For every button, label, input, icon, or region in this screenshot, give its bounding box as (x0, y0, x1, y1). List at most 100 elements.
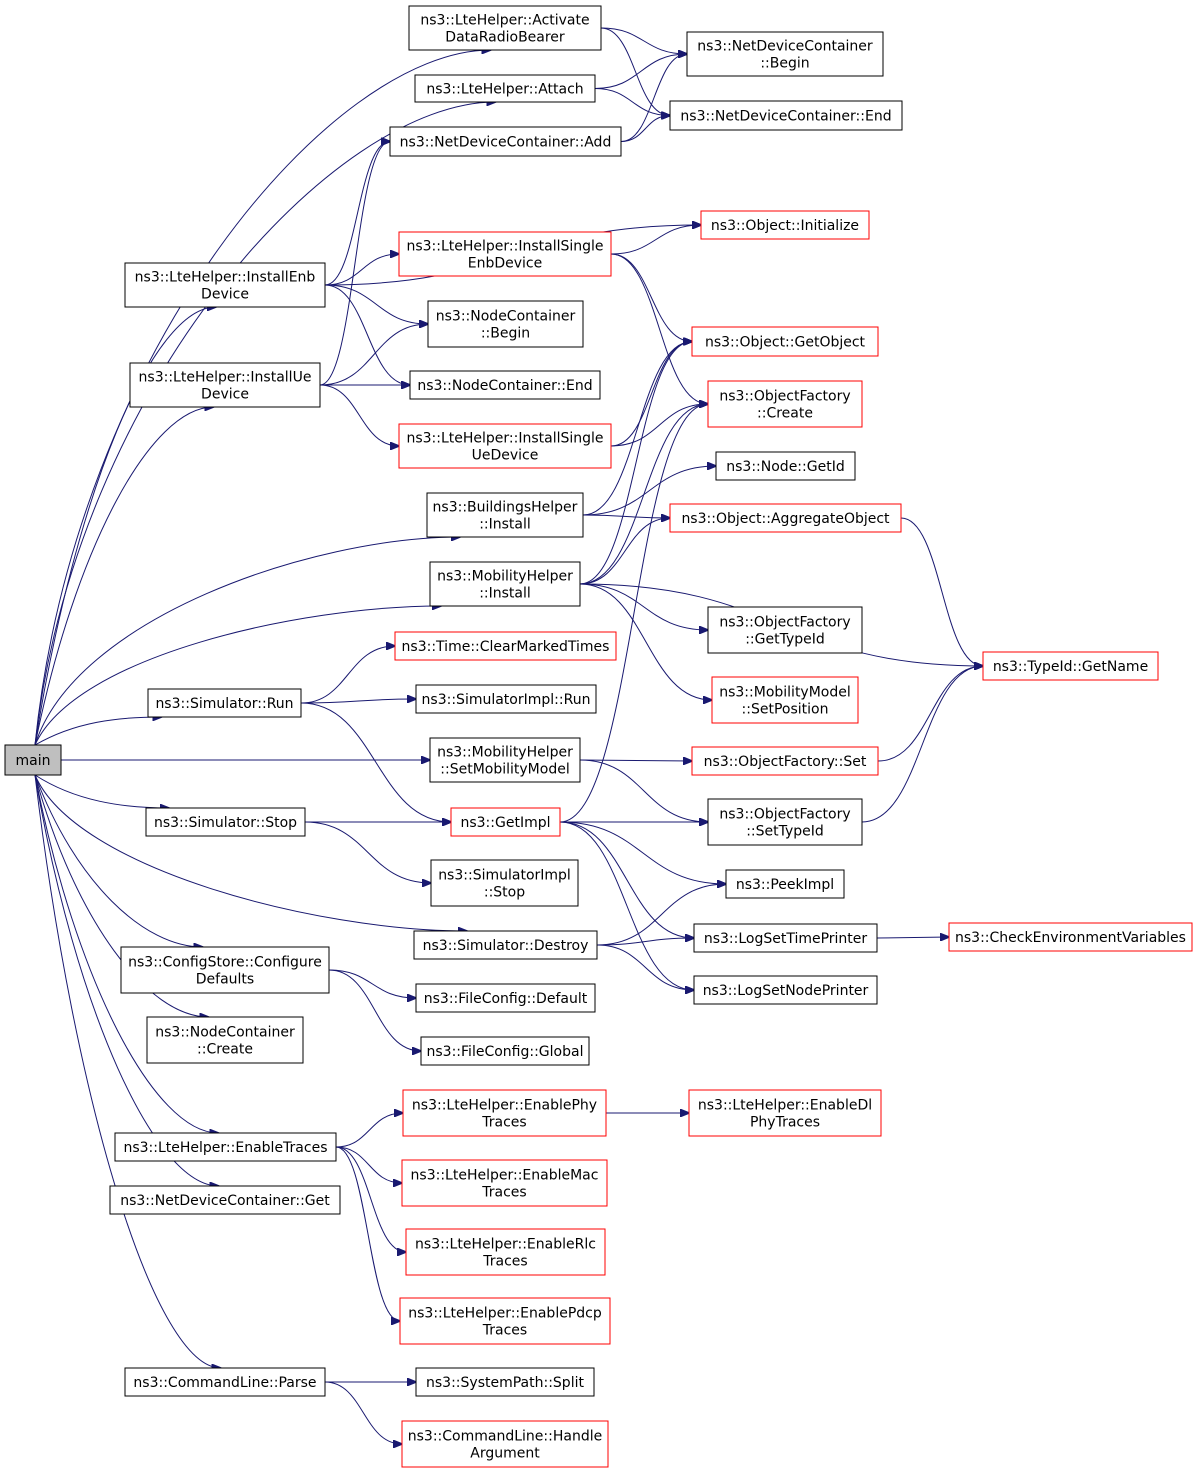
node-ofset[interactable]: ns3::ObjectFactory::Set (691, 746, 879, 776)
node-box (114, 1132, 337, 1162)
node-box (686, 31, 884, 77)
node-ncend[interactable]: ns3::NodeContainer::End (409, 370, 601, 400)
edge-bhinstall-to-nodegetid (582, 466, 716, 516)
edge-installenb-to-ncbegin (324, 284, 428, 324)
edge-getimpl-to-ofcreate (559, 404, 708, 823)
edge-clparse-to-clhandle (324, 1381, 402, 1444)
node-ofgettypeid[interactable]: ns3::ObjectFactory::GetTypeId (707, 606, 863, 654)
node-label: Device (201, 287, 249, 303)
node-main[interactable]: main (4, 744, 62, 776)
node-fcdefault[interactable]: ns3::FileConfig::Default (415, 983, 596, 1013)
node-label: ns3::NodeContainer (155, 1025, 295, 1041)
edge-installue-to-installuesingle (319, 384, 399, 446)
node-label: ::SetMobilityModel (440, 762, 569, 778)
node-box (707, 606, 863, 654)
edge-ofsettypeid-to-typeidgetname (861, 666, 983, 823)
node-label: ns3::CommandLine::Handle (408, 1429, 602, 1445)
node-box (124, 1367, 326, 1397)
node-box (4, 744, 62, 776)
edge-main-to-installue (34, 407, 213, 746)
node-label: ns3::ObjectFactory (719, 615, 850, 631)
node-mhsetmob[interactable]: ns3::MobilityHelper::SetMobilityModel (429, 737, 581, 783)
node-label: ::Create (757, 406, 813, 422)
node-logtime[interactable]: ns3::LogSetTimePrinter (693, 923, 878, 953)
node-mhinstall[interactable]: ns3::MobilityHelper::Install (429, 561, 581, 607)
node-label: ns3::MobilityModel (719, 685, 851, 701)
node-bhinstall[interactable]: ns3::BuildingsHelper::Install (426, 492, 584, 538)
node-mmsetpos[interactable]: ns3::MobilityModel::SetPosition (711, 676, 859, 724)
node-ndcadd[interactable]: ns3::NetDeviceContainer::Add (389, 126, 622, 157)
edge-attach-to-ndcend (594, 88, 670, 116)
edge-main-to-ndcget (34, 774, 219, 1186)
node-ofsettypeid[interactable]: ns3::ObjectFactory::SetTypeId (707, 798, 863, 846)
node-simimplstop[interactable]: ns3::SimulatorImpl::Stop (430, 859, 579, 907)
node-label: ns3::SimulatorImpl (438, 868, 571, 884)
node-getobject[interactable]: ns3::Object::GetObject (691, 326, 879, 357)
edge-ofset-to-typeidgetname (877, 666, 983, 762)
node-simdestroy[interactable]: ns3::Simulator::Destroy (413, 930, 598, 960)
edge-enabletraces-to-enablerlc (335, 1146, 406, 1252)
node-ofcreate[interactable]: ns3::ObjectFactory::Create (707, 380, 863, 428)
edge-activate-to-ndcend (600, 27, 670, 116)
node-label: Device (201, 387, 249, 403)
node-box (413, 930, 598, 960)
node-objinit[interactable]: ns3::Object::Initialize (700, 210, 870, 240)
edge-installuesingle-to-ofcreate (610, 404, 708, 447)
node-simimplrun[interactable]: ns3::SimulatorImpl::Run (415, 684, 597, 714)
node-box (707, 380, 863, 428)
node-typeidgetname[interactable]: ns3::TypeId::GetName (982, 651, 1159, 681)
node-label: ns3::LogSetTimePrinter (704, 931, 868, 947)
node-label: ns3::Simulator::Stop (154, 815, 297, 831)
node-getimpl[interactable]: ns3::GetImpl (450, 807, 561, 837)
node-clearmarked[interactable]: ns3::Time::ClearMarkedTimes (394, 631, 617, 661)
node-label: ns3::GetImpl (460, 815, 550, 831)
node-lognode[interactable]: ns3::LogSetNodePrinter (693, 975, 878, 1005)
node-label: Traces (481, 1185, 526, 1201)
edge-bhinstall-to-getobject (582, 342, 692, 516)
node-checkenv[interactable]: ns3::CheckEnvironmentVariables (948, 922, 1193, 952)
node-label: ns3::NetDeviceContainer (697, 39, 873, 55)
node-nccreate[interactable]: ns3::NodeContainer::Create (146, 1016, 304, 1064)
node-nodegetid[interactable]: ns3::Node::GetId (715, 451, 856, 481)
node-simrun[interactable]: ns3::Simulator::Run (147, 688, 302, 718)
edge-simstop-to-simimplstop (304, 821, 431, 883)
edge-mhinstall-to-aggregate (579, 518, 670, 585)
node-aggregate[interactable]: ns3::Object::AggregateObject (669, 503, 902, 533)
node-clparse[interactable]: ns3::CommandLine::Parse (124, 1367, 326, 1397)
node-box (399, 1297, 611, 1345)
node-attach[interactable]: ns3::LteHelper::Attach (414, 74, 596, 103)
edge-simdestroy-to-logtime (596, 938, 694, 946)
node-spsplit[interactable]: ns3::SystemPath::Split (415, 1367, 595, 1397)
edge-simdestroy-to-lognode (596, 944, 694, 990)
node-label: ns3::BuildingsHelper (433, 500, 578, 516)
node-box (688, 1089, 882, 1137)
node-simstop[interactable]: ns3::Simulator::Stop (145, 807, 306, 837)
node-ndcbegin[interactable]: ns3::NetDeviceContainer::Begin (686, 31, 884, 77)
node-ndcend[interactable]: ns3::NetDeviceContainer::End (669, 100, 903, 131)
edge-installuesingle-to-getobject (610, 342, 692, 447)
edge-main-to-enabletraces (34, 774, 218, 1133)
node-peekimpl[interactable]: ns3::PeekImpl (725, 869, 845, 899)
node-ndcget[interactable]: ns3::NetDeviceContainer::Get (109, 1185, 341, 1215)
node-label: ns3::LogSetNodePrinter (703, 983, 869, 999)
node-box (693, 975, 878, 1005)
edge-installenb-to-ndcadd (324, 142, 390, 286)
edge-mhinstall-to-mmsetpos (579, 583, 712, 700)
node-enabletraces[interactable]: ns3::LteHelper::EnableTraces (114, 1132, 337, 1162)
node-label: ns3::LteHelper::InstallEnb (135, 270, 316, 286)
node-box (691, 326, 879, 357)
node-fcglobal[interactable]: ns3::FileConfig::Global (420, 1036, 590, 1066)
node-ncbegin[interactable]: ns3::NodeContainer::Begin (427, 300, 584, 348)
